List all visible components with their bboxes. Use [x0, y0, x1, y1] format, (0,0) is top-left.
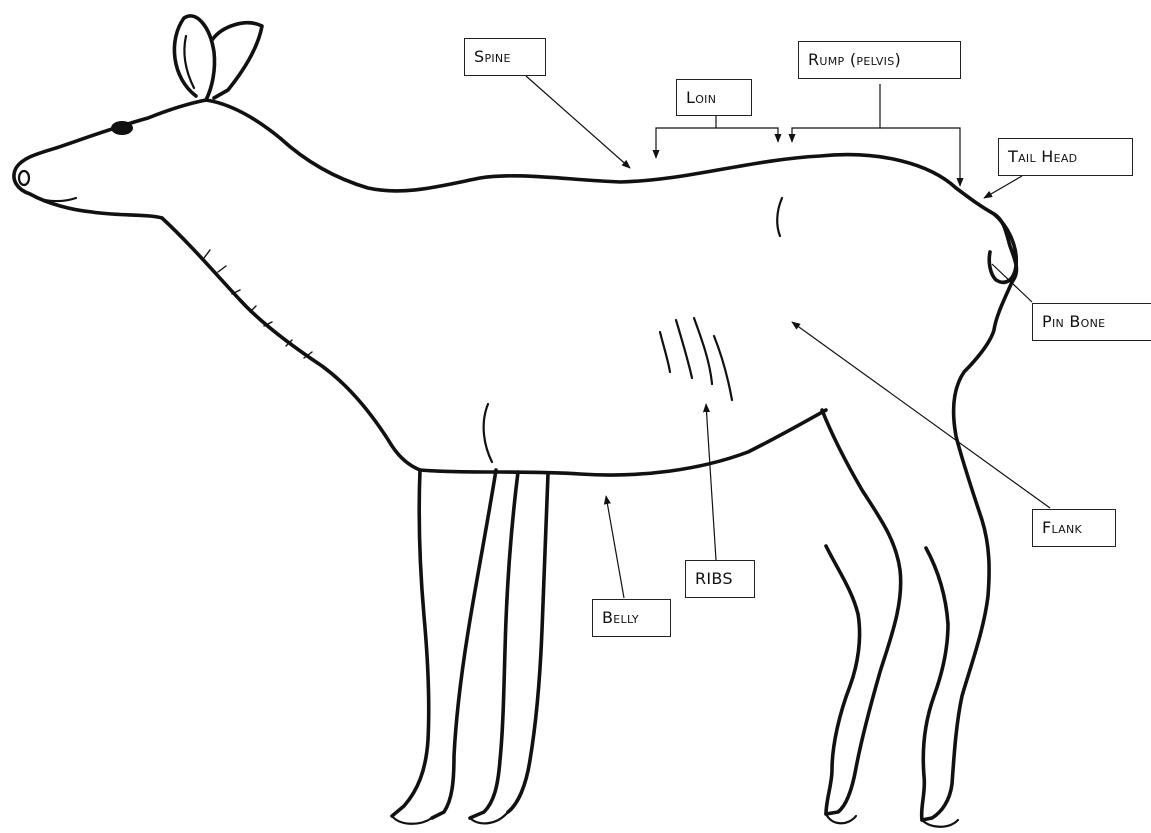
deer-front-leg-near: [392, 470, 429, 816]
deer-nostril: [19, 171, 29, 185]
deer-eye: [111, 121, 133, 135]
deer-back-ear: [212, 23, 262, 98]
tail-head-label: Tail Head: [998, 138, 1133, 176]
spine-label: Spine: [464, 38, 546, 76]
belly-leader: [606, 496, 624, 598]
ribs-label: RIBS: [685, 560, 755, 598]
leader-lines: [526, 76, 1050, 598]
loin-label: Loin: [676, 79, 752, 116]
deer-rib-line: [660, 332, 670, 372]
deer-throat: [162, 218, 420, 470]
pin-bone-label: Pin Bone: [1032, 303, 1151, 341]
loin-bracket: [656, 116, 716, 158]
rump-bracket: [792, 84, 880, 142]
deer-shoulder-curve: [484, 404, 492, 462]
deer-belly: [420, 410, 826, 475]
flank-leader: [792, 322, 1050, 508]
deer-head: [206, 100, 1016, 282]
deer-front-leg-far: [470, 472, 518, 818]
deer-rear-hoof: [922, 820, 958, 827]
deer-ear-inner: [184, 36, 194, 88]
deer-rear-haunch: [922, 282, 1012, 820]
deer-front-hoof-near: [392, 816, 432, 824]
deer-neck-fur: [204, 250, 312, 358]
rump-label: Rump (pelvis): [798, 41, 961, 79]
deer-rear-hock: [922, 548, 948, 820]
deer-rib-line: [694, 318, 712, 384]
deer-rib-line: [676, 320, 692, 378]
deer-mouth: [36, 198, 76, 201]
spine-leader: [526, 76, 630, 168]
deer-outline: [14, 16, 1017, 827]
deer-flank-line: [777, 198, 782, 236]
deer-far-hoof: [826, 814, 856, 823]
deer-front-leg-near-back: [432, 470, 496, 818]
tail-head-leader: [984, 176, 1022, 198]
ribs-leader: [706, 404, 716, 560]
deer-rib-line: [714, 336, 732, 400]
belly-label: Belly: [592, 599, 671, 637]
flank-label: Flank: [1032, 509, 1116, 547]
loin-bracket-right: [716, 128, 778, 142]
